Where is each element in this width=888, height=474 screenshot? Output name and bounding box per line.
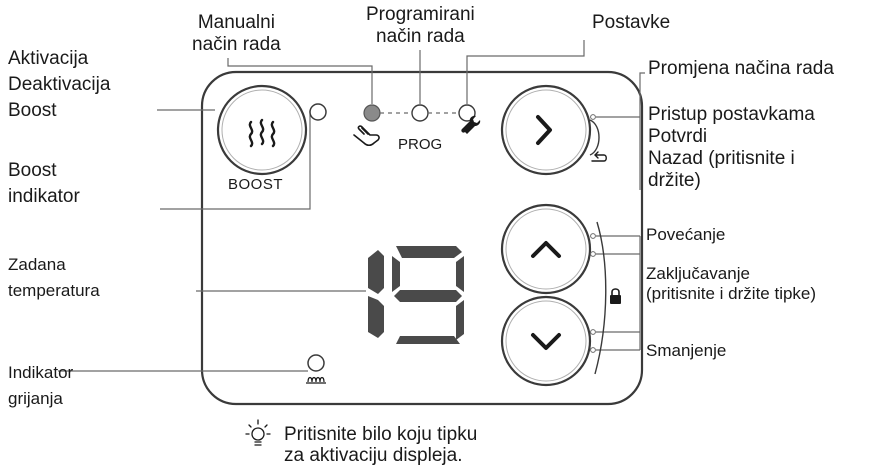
decrease-button[interactable] [500,295,592,387]
chevron-right-icon [536,115,552,145]
lock-label: Zaključavanje (pritisnite i držite tipke… [646,264,817,303]
boost-indicator-label: Boost indikator [8,160,80,207]
mode-indicators [363,104,476,122]
hold-arc [589,119,600,156]
programmed-mode-led [411,104,429,122]
settings-access-label: Pristup postavkama Potvrdi Nazad (pritis… [648,104,815,191]
setpoint-label: Zadana temperatura [8,255,100,300]
heating-led [307,354,325,372]
next-button[interactable] [500,84,592,176]
wrench-icon [461,115,481,134]
heating-coil-icon [306,376,326,384]
chevron-down-icon [531,333,561,350]
activation-label: Aktivacija Deaktivacija Boost [8,48,111,121]
programmed-mode-label: Programirani način rada [366,4,475,47]
decrease-label: Smanjenje [646,341,727,360]
increase-label: Povećanje [646,225,726,244]
boost-button-label: BOOST [228,176,284,193]
lightbulb-icon [245,419,271,446]
lock-bracket [594,221,607,375]
prog-label: PROG [398,136,443,153]
settings-mode-led [458,104,476,122]
heat-waves-icon [248,118,276,148]
hand-icon [353,125,380,147]
return-icon [591,151,607,162]
chevron-up-icon [531,241,561,258]
wake-hint-label: Pritisnite bilo koju tipku za aktivaciju… [284,424,478,466]
manual-mode-label: Manualni način rada [192,12,281,55]
mode-change-label: Promjena načina rada [648,58,834,79]
leader-lines [58,40,645,372]
increase-button[interactable] [500,203,592,295]
heating-indicator-label: Indikator grijanja [8,363,74,408]
boost-indicator-led [309,103,327,121]
temperature-display [368,246,464,344]
settings-label: Postavke [592,12,671,33]
manual-mode-led [363,104,381,122]
lock-icon [610,288,621,304]
